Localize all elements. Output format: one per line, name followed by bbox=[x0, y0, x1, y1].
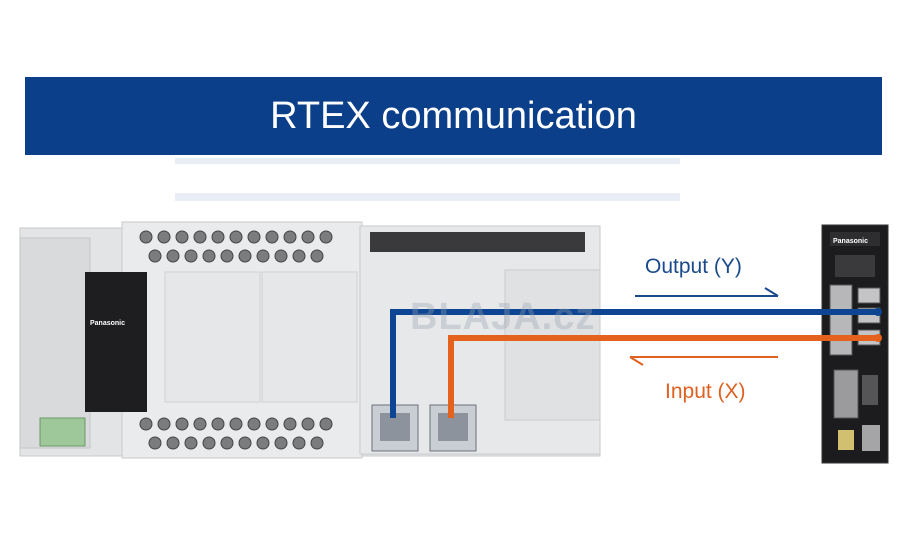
watermark: BLAJA.cz bbox=[410, 296, 596, 338]
terminal-block-green bbox=[39, 417, 86, 447]
faint-divider-top bbox=[175, 158, 680, 164]
input-line bbox=[448, 335, 880, 418]
title-banner: RTEX communication bbox=[25, 77, 882, 155]
servo-brand-label: Panasonic bbox=[833, 238, 868, 245]
terminal-screws bbox=[139, 230, 333, 450]
faint-divider-bottom bbox=[175, 193, 680, 201]
output-label: Output (Y) bbox=[645, 255, 742, 278]
servo-drive: Panasonic bbox=[821, 224, 889, 464]
input-arrow bbox=[629, 356, 778, 366]
output-line bbox=[390, 309, 880, 418]
plc-label-panel bbox=[85, 272, 147, 412]
page-title: RTEX communication bbox=[270, 95, 637, 137]
input-label: Input (X) bbox=[665, 380, 746, 403]
rj45-port-input bbox=[429, 404, 477, 452]
output-arrow bbox=[635, 287, 779, 297]
plc-brand-label: Panasonic bbox=[90, 320, 125, 327]
